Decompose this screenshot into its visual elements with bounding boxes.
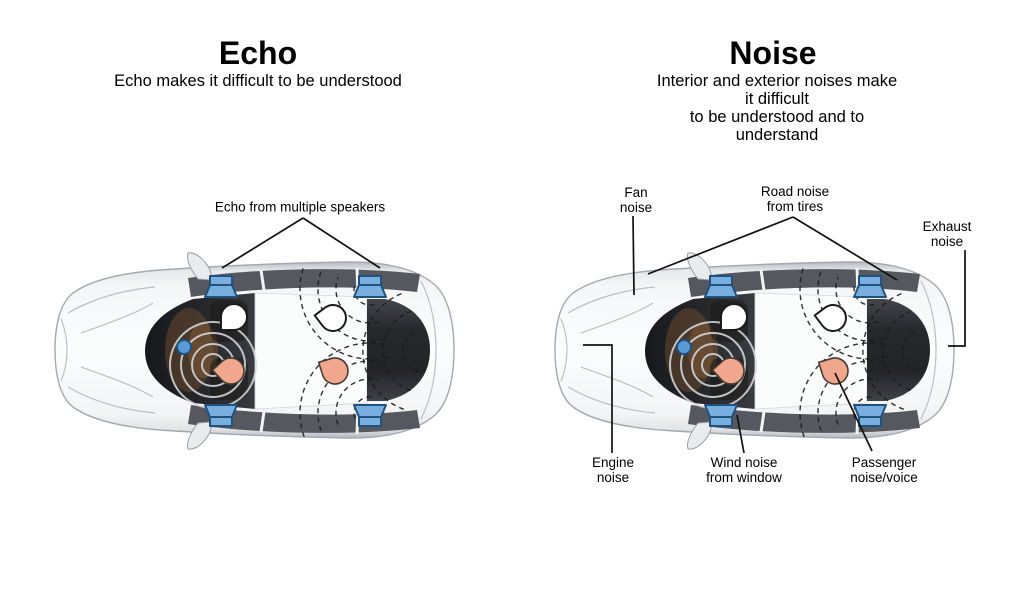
label-passenger-noise: Passenger noise/voice <box>850 455 918 485</box>
car-top-view-noise <box>553 251 956 451</box>
echo-subtitle: Echo makes it difficult to be understood <box>114 72 402 90</box>
label-fan-noise: Fan noise <box>619 185 653 215</box>
label-wind-noise: Wind noise from window <box>706 455 782 485</box>
car-top-view-echo <box>53 251 456 451</box>
echo-title: Echo <box>218 35 298 71</box>
label-road-noise: Road noise from tires <box>760 184 830 214</box>
noise-title: Noise <box>729 35 817 71</box>
label-echo-speakers: Echo from multiple speakers <box>214 199 386 215</box>
noise-subtitle: Interior and exterior noises make it dif… <box>656 72 898 144</box>
label-exhaust-noise: Exhaust noise <box>922 219 972 249</box>
label-engine-noise: Engine noise <box>591 455 635 485</box>
